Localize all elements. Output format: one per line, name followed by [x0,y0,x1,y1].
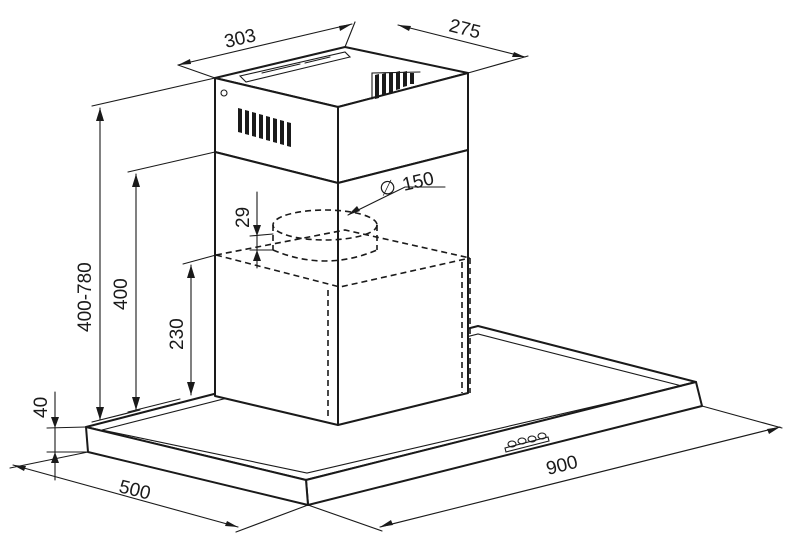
extension-line [9,451,309,533]
lower-chimney-left-face [214,151,339,426]
dimension-label-900: 900 [544,452,580,480]
extension-line [46,426,89,453]
vent-slot [273,118,277,143]
vent-slot [245,110,249,135]
dimension-label-29: 29 [233,207,254,228]
arrow-head [51,452,59,463]
arrow-head [187,265,195,278]
mounting-bracket [238,51,352,83]
arrow-head [380,520,393,527]
hidden-body-top-back [215,229,471,259]
dimension-line-500 [12,464,239,528]
arrow-head [512,52,525,57]
dimension-lines [9,21,783,533]
dimension-label-275: 275 [447,15,483,43]
extension-line [91,77,216,423]
control-button [527,435,537,443]
control-buttons [504,432,550,453]
vent-slot [403,71,407,87]
extension-line [467,55,529,74]
extension-line [182,254,217,265]
arrow-head [132,174,140,187]
arrow-head [767,427,780,434]
dimension-label-40: 40 [31,397,52,418]
dimension-line-900 [379,426,781,528]
extension-line [177,21,356,79]
arrow-head [225,521,238,527]
arrow-head [178,59,191,65]
control-button [507,440,517,448]
vent-grille-right [371,71,421,100]
outlet-collar-sides-front [272,225,378,262]
lower-chimney-right-face [337,149,469,426]
mounting-bracket-slot [261,63,301,74]
arrow-head [187,382,195,395]
extension-line [307,405,783,532]
vent-slot [396,71,400,90]
dimension-label-400-780: 400-780 [75,262,96,332]
arrow-head [51,417,59,428]
arrow-head [398,25,411,31]
vent-slot [280,120,284,145]
chimney [214,46,471,426]
vent-slot [375,74,379,99]
dimension-line-303 [177,23,353,66]
arrow-head [253,225,261,236]
screw-icon [220,89,228,97]
extension-line [249,233,274,251]
arrow-head [348,206,360,215]
vent-slot [238,108,242,133]
vent-grille-outline [371,71,421,100]
vent-slot [266,116,270,141]
vent-slot [410,73,414,84]
vent-slot [389,72,393,93]
diameter-leader-line [347,186,446,216]
vent-grille-left [238,108,291,147]
dimension-line-275 [397,24,526,58]
dimension-label-500: 500 [117,476,153,504]
arrow-head [13,465,26,471]
arrow-head [132,397,140,410]
mounting-bracket-slot [304,56,331,64]
extension-line [127,151,216,413]
vent-slot [382,73,386,96]
vent-slot [252,112,256,137]
dimension-label-230: 230 [167,318,188,350]
dimension-label-303: 303 [222,25,258,53]
vent-slot [287,122,291,147]
dimension-label-diameter-symbol: ∅ [377,177,398,201]
dimension-label-400: 400 [111,278,132,310]
vent-slot [259,114,263,139]
arrow-head [96,108,104,121]
control-panel-outline [504,436,550,453]
arrow-head [96,407,104,420]
arrow-head [339,24,352,31]
arrow-head [253,250,261,261]
